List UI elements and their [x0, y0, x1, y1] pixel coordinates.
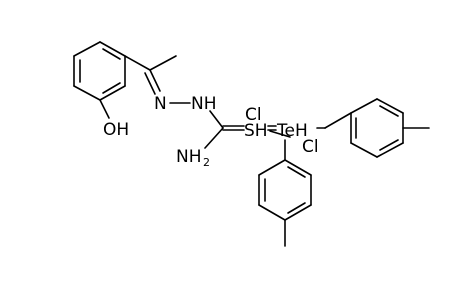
- hydrazone-chain: [124, 55, 224, 129]
- amino-subscript: 2: [203, 156, 210, 169]
- tellurium-bonds: [267, 125, 326, 161]
- amino-label: NH: [176, 147, 202, 167]
- sulfur-label: SH: [244, 121, 268, 141]
- hydroxyl-bond: [99, 99, 110, 119]
- imine-nitrogen-label: N: [154, 94, 167, 114]
- tolyl-ring-bottom: [258, 159, 312, 247]
- thioamide-center: [204, 125, 245, 149]
- nh-label: NH: [191, 94, 217, 114]
- chlorine-left-label: Cl: [245, 105, 262, 125]
- tolyl-ring-right: [324, 98, 430, 158]
- hydroxyl-label: OH: [103, 120, 129, 140]
- chlorine-right-label: Cl: [302, 137, 319, 157]
- tellurium-label: TeH: [276, 121, 308, 141]
- phenol-ring: [73, 41, 126, 101]
